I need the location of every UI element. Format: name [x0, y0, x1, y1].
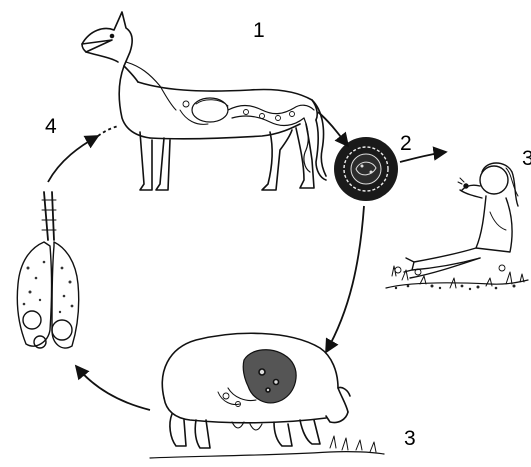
pig-illustration: [150, 333, 384, 458]
stage-label-4: 4: [45, 116, 57, 137]
dog-illustration: [82, 12, 326, 190]
stage-label-3-child: 3: [522, 148, 531, 169]
lungs-illustration: [17, 192, 78, 348]
arrow-lungs-to-dog: [48, 136, 98, 182]
stage-label-1: 1: [253, 20, 265, 41]
arrow-egg-to-pig: [326, 206, 364, 352]
egg-illustration: [334, 137, 398, 201]
arrow-pig-to-lungs: [76, 366, 150, 410]
child-illustration: [386, 163, 528, 288]
stage-label-2: 2: [400, 133, 412, 154]
stage-label-3-pig: 3: [404, 428, 416, 449]
lungs-texture: [23, 261, 74, 313]
